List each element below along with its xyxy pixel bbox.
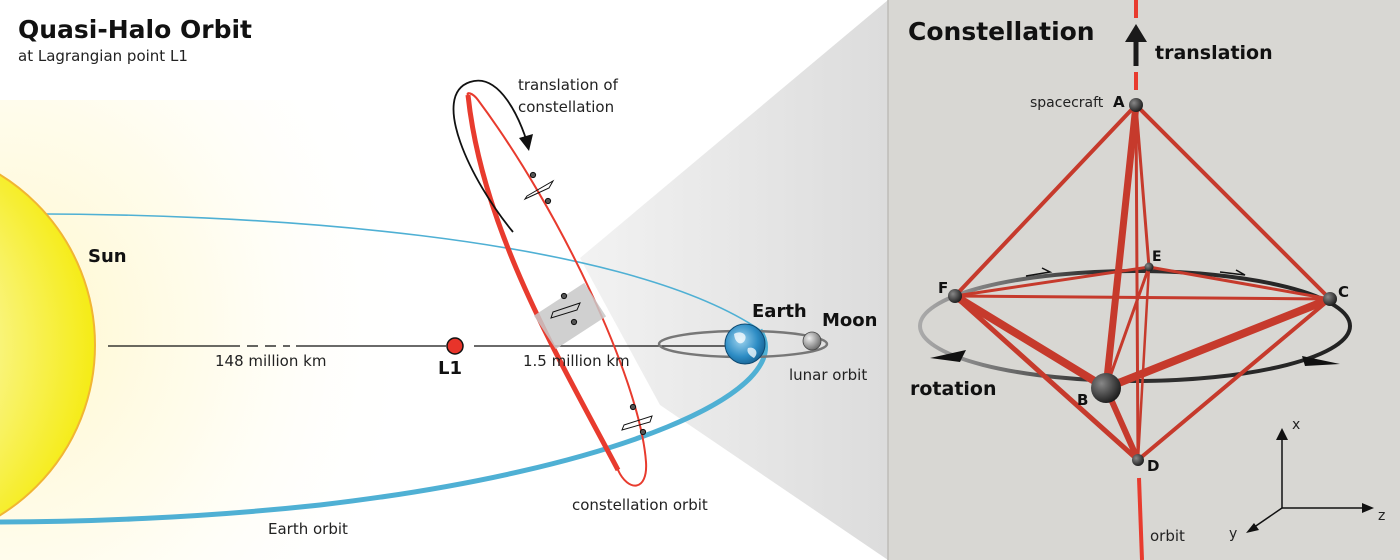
l1-marker <box>446 337 464 355</box>
sun <box>0 173 96 517</box>
right-title: Constellation <box>908 17 1095 46</box>
earth-orbit-front <box>0 328 768 525</box>
magnification-cone <box>580 0 888 560</box>
constellation-icon-bottom <box>621 403 653 436</box>
sun-label: Sun <box>88 246 127 267</box>
rotation-arrow-top-right <box>1219 269 1246 276</box>
node-f-label: F <box>938 279 948 297</box>
right-panel: Constellation translation spacecraft A B… <box>887 0 1400 560</box>
constellation-highlight-box <box>533 282 607 350</box>
node-d <box>1132 454 1144 466</box>
left-title: Quasi-Halo Orbit <box>18 15 252 44</box>
translation-label: translation <box>1155 42 1273 64</box>
node-f <box>948 289 962 303</box>
axis-x-label: x <box>1292 417 1300 433</box>
node-d-label: D <box>1147 457 1159 475</box>
left-subtitle: at Lagrangian point L1 <box>18 47 188 65</box>
node-c <box>1323 292 1337 306</box>
translation-arrowhead <box>519 134 533 151</box>
left-panel: Quasi-Halo Orbit at Lagrangian point L1 … <box>0 0 888 560</box>
node-e <box>1144 262 1154 272</box>
axis-y-label: y <box>1229 526 1237 542</box>
earth-orbit-label: Earth orbit <box>268 520 348 538</box>
rotation-label: rotation <box>910 378 997 400</box>
rotation-ring <box>918 269 1352 383</box>
node-a <box>1129 98 1143 112</box>
l1-label: L1 <box>438 358 462 379</box>
constellation-icon-top <box>523 171 555 205</box>
rotation-arrow-top-left <box>1025 267 1053 277</box>
spacecraft-label: spacecraft <box>1030 95 1104 111</box>
constellation-orbit-front <box>465 94 621 472</box>
node-e-label: E <box>1152 249 1162 265</box>
orbit-label: orbit <box>1150 527 1185 545</box>
rotation-arrow-left <box>930 350 966 362</box>
constellation-edges <box>951 101 1334 463</box>
translation-arrow <box>452 79 528 233</box>
constellation-orbit-label: constellation orbit <box>572 496 708 514</box>
translation-of-label: translation of <box>518 76 619 94</box>
earth-label: Earth <box>752 301 807 322</box>
earth <box>724 323 766 365</box>
moon-label: Moon <box>822 310 877 331</box>
axis-z-label: z <box>1378 508 1385 524</box>
lunar-orbit-label: lunar orbit <box>789 366 867 384</box>
constellation-icon-middle <box>550 292 581 326</box>
axis-triad <box>1246 428 1374 533</box>
constellation-label: constellation <box>518 98 614 116</box>
translation-arrow-head <box>1125 24 1147 42</box>
node-a-label: A <box>1113 93 1125 111</box>
distance-l1-earth-label: 1.5 million km <box>523 352 630 370</box>
node-c-label: C <box>1338 283 1349 301</box>
node-b-label: B <box>1077 391 1088 409</box>
distance-sun-l1-label: 148 million km <box>215 352 326 370</box>
moon <box>802 331 822 351</box>
node-b <box>1091 373 1121 403</box>
earth-clouds <box>734 332 757 358</box>
rotation-arrow-right <box>1302 356 1340 366</box>
earth-orbit-back <box>0 213 761 331</box>
orbit-line-lower <box>1137 477 1144 560</box>
